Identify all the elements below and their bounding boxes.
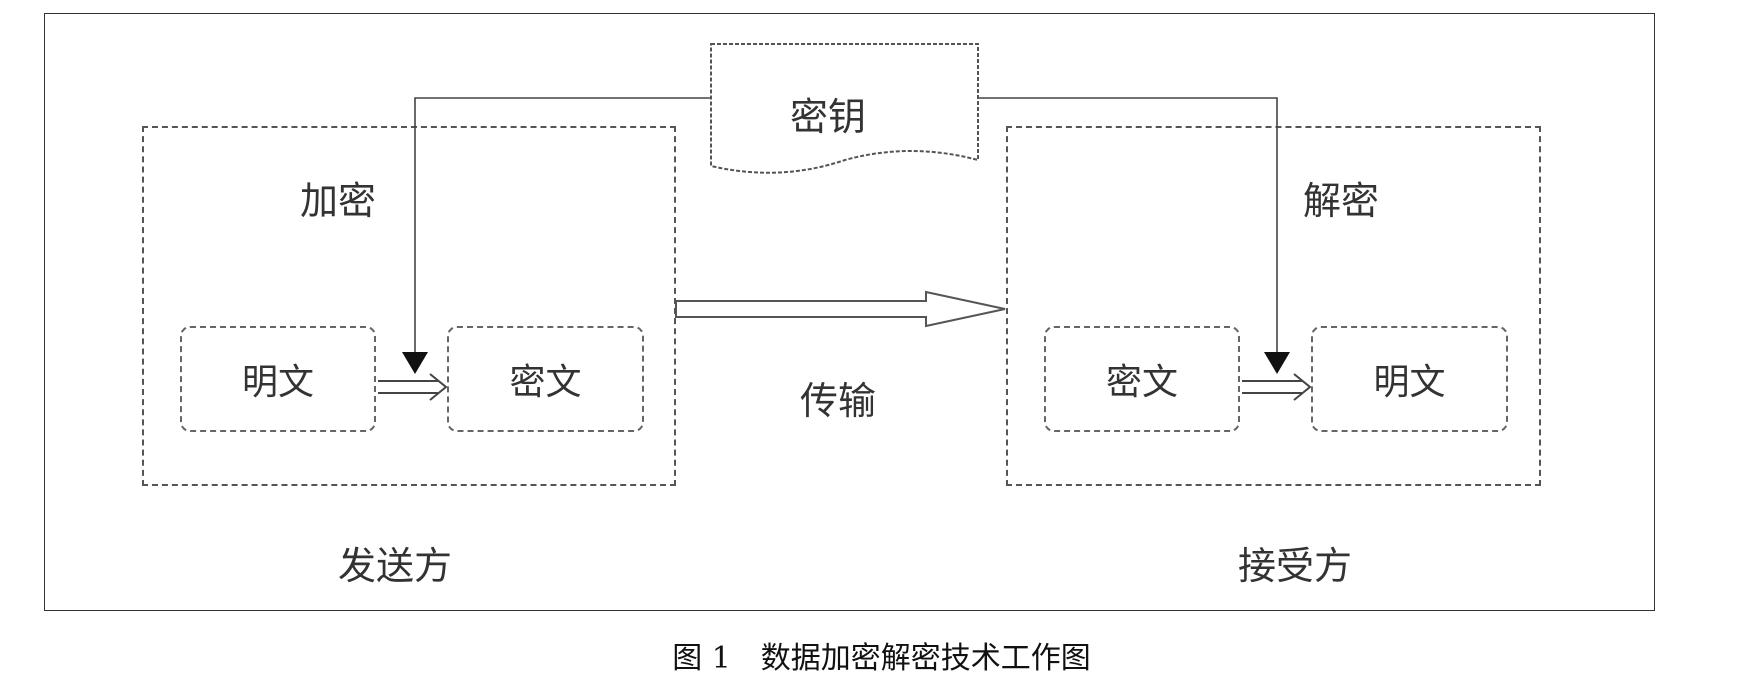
figure-caption: 图 1 数据加密解密技术工作图 bbox=[672, 641, 1091, 676]
key-arrowhead-decryption bbox=[1264, 352, 1290, 374]
figure-frame bbox=[44, 13, 1655, 611]
encryption-title: 加密 bbox=[300, 179, 377, 223]
receiver-role-label: 接受方 bbox=[1238, 544, 1353, 588]
receiver-plaintext-box: 明文 bbox=[1311, 326, 1508, 432]
key-arrowhead-encryption bbox=[402, 352, 428, 374]
key-label: 密钥 bbox=[790, 95, 867, 139]
key-line-to-encryption bbox=[414, 97, 710, 352]
key-document-shape bbox=[710, 43, 979, 174]
key-line-to-decryption bbox=[979, 97, 1278, 352]
decryption-title: 解密 bbox=[1303, 179, 1380, 223]
decryption-panel bbox=[1006, 126, 1541, 486]
encryption-double-arrow bbox=[378, 373, 448, 401]
transmission-label: 传输 bbox=[800, 379, 877, 423]
receiver-ciphertext-box: 密文 bbox=[1044, 326, 1240, 432]
key-connectors bbox=[414, 97, 1278, 352]
sender-plaintext-box: 明文 bbox=[180, 326, 376, 432]
transmission-arrow bbox=[675, 290, 1006, 328]
decryption-double-arrow bbox=[1242, 373, 1312, 401]
sender-role-label: 发送方 bbox=[338, 544, 453, 588]
sender-ciphertext-box: 密文 bbox=[447, 326, 644, 432]
